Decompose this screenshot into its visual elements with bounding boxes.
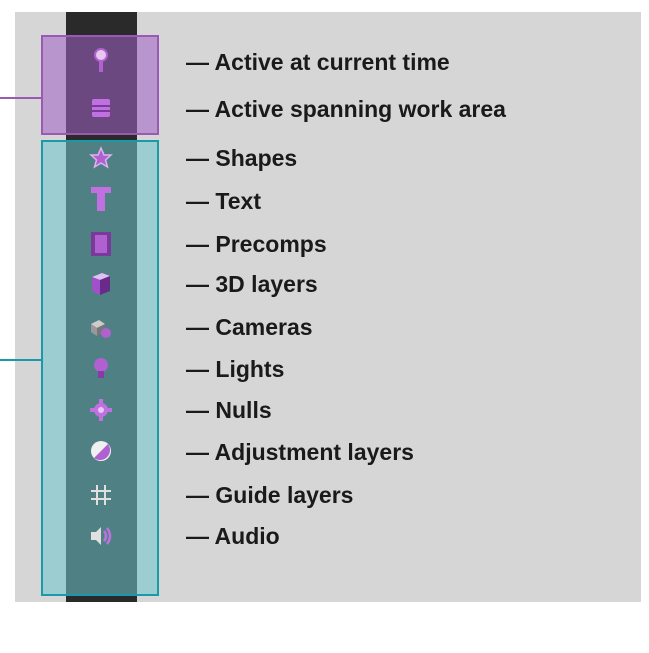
label-3d-layers: — 3D layers <box>186 271 318 297</box>
label-active-at-current-time: — Active at current time <box>186 49 450 75</box>
label-precomps: — Precomps <box>186 231 327 257</box>
label-nulls: — Nulls <box>186 397 272 423</box>
label-audio: — Audio <box>186 523 280 549</box>
label-guide-layers: — Guide layers <box>186 482 354 508</box>
label-text: — Text <box>186 188 261 214</box>
star-shape-icon <box>84 143 118 173</box>
label-shapes: — Shapes <box>186 145 298 171</box>
precomp-film-icon <box>84 229 118 259</box>
cube-3d-icon <box>84 269 118 299</box>
gear-null-icon <box>84 395 118 425</box>
grid-hash-icon <box>84 480 118 510</box>
lightbulb-icon <box>84 354 118 384</box>
label-lights: — Lights <box>186 356 285 382</box>
work-area-bars-icon <box>84 93 118 123</box>
speaker-audio-icon <box>84 521 118 551</box>
purple-connector-line <box>0 97 41 99</box>
camera-icon <box>84 313 118 343</box>
adjustment-circle-icon <box>84 436 118 466</box>
time-status-group-box <box>41 35 159 135</box>
label-adjustment-layers: — Adjustment layers <box>186 439 414 465</box>
label-active-spanning-work-area: — Active spanning work area <box>186 96 506 122</box>
stopwatch-pin-icon <box>84 46 118 76</box>
text-t-icon <box>84 184 118 214</box>
teal-connector-line <box>0 359 41 361</box>
label-cameras: — Cameras <box>186 314 313 340</box>
